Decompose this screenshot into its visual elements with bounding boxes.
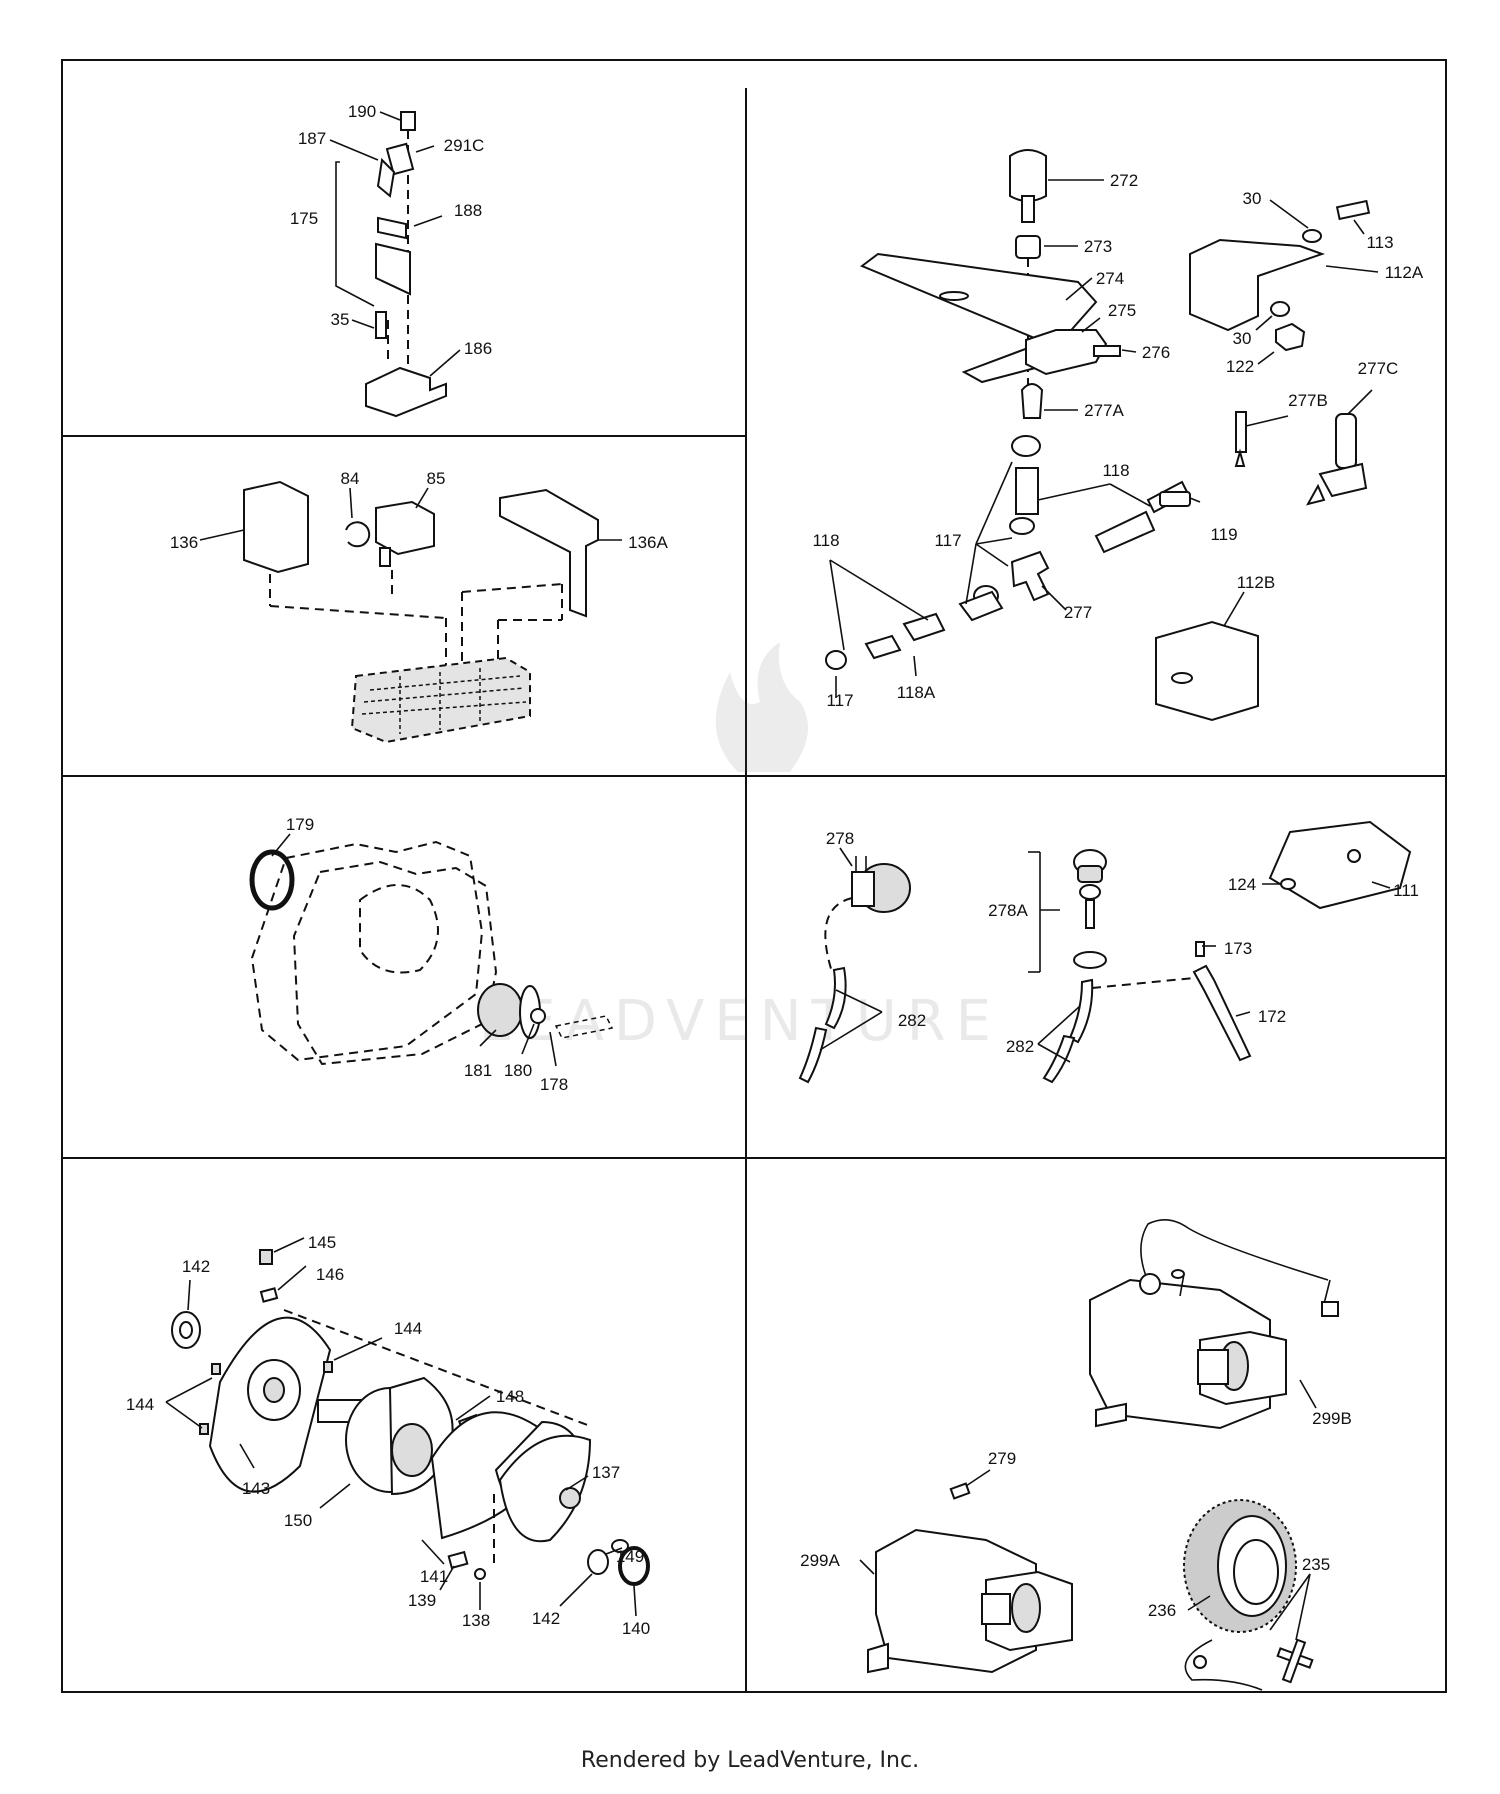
callout-187: 187 <box>298 129 326 148</box>
callout-138: 138 <box>462 1611 490 1630</box>
footer-credit: Rendered by LeadVenture, Inc. <box>580 1748 920 1773</box>
callout-172: 172 <box>1258 1007 1286 1026</box>
callout-136: 136 <box>170 533 198 552</box>
callout-278: 278 <box>826 829 854 848</box>
callout-277b: 277B <box>1288 391 1328 410</box>
callout-188: 188 <box>454 201 482 220</box>
panel-d-drawing <box>249 840 614 1066</box>
callout-277a: 277A <box>1084 401 1124 420</box>
callout-180: 180 <box>504 1061 532 1080</box>
callout-145: 145 <box>308 1233 336 1252</box>
callout-30-lower: 30 <box>1233 329 1252 348</box>
callout-122: 122 <box>1226 357 1254 376</box>
callout-148: 148 <box>496 1387 524 1406</box>
callout-181: 181 <box>464 1061 492 1080</box>
callout-labels: 190 187 291C 175 188 35 186 84 85 136 13… <box>126 102 1424 1638</box>
panel-f-drawing <box>171 1249 650 1586</box>
callout-117-low: 117 <box>826 691 853 710</box>
callout-299a: 299A <box>800 1551 840 1570</box>
callout-175: 175 <box>290 209 318 228</box>
callout-118-upper: 118 <box>1102 461 1129 480</box>
callout-113: 113 <box>1366 233 1393 252</box>
callout-143: 143 <box>242 1479 270 1498</box>
callout-30-upper: 30 <box>1243 189 1262 208</box>
callout-178: 178 <box>540 1075 568 1094</box>
callout-144-left: 144 <box>126 1395 154 1414</box>
panel-b-drawing <box>243 480 599 744</box>
callout-149: 149 <box>616 1547 644 1566</box>
callout-282-left: 282 <box>898 1011 926 1030</box>
callout-279: 279 <box>988 1449 1016 1468</box>
callout-186: 186 <box>464 339 492 358</box>
callout-136a: 136A <box>628 533 668 552</box>
callout-112a: 112A <box>1385 263 1424 282</box>
callout-142-top: 142 <box>182 1257 210 1276</box>
panel-frame <box>61 59 1447 1693</box>
callout-140: 140 <box>622 1619 650 1638</box>
callout-144-right: 144 <box>394 1319 422 1338</box>
callout-118a: 118A <box>897 683 936 702</box>
callout-139: 139 <box>408 1591 436 1610</box>
callout-146: 146 <box>316 1265 344 1284</box>
callout-276: 276 <box>1142 343 1170 362</box>
callout-35: 35 <box>331 310 350 329</box>
panel-e-drawing <box>798 820 1412 1084</box>
callout-277c: 277C <box>1358 359 1399 378</box>
callout-274: 274 <box>1096 269 1124 288</box>
panel-g-drawing <box>867 1219 1339 1691</box>
callout-190: 190 <box>348 102 376 121</box>
watermark: LEADVENTURE <box>479 642 1001 1054</box>
callout-179: 179 <box>286 815 314 834</box>
callout-299b: 299B <box>1312 1409 1352 1428</box>
callout-272: 272 <box>1110 171 1138 190</box>
callout-235: 235 <box>1302 1555 1330 1574</box>
callout-275: 275 <box>1108 301 1136 320</box>
callout-141: 141 <box>420 1567 448 1586</box>
callout-173: 173 <box>1224 939 1252 958</box>
callout-137: 137 <box>592 1463 620 1482</box>
callout-236: 236 <box>1148 1601 1176 1620</box>
callout-291c: 291C <box>444 136 485 155</box>
panel-a-drawing <box>335 111 447 418</box>
callout-112b: 112B <box>1237 573 1275 592</box>
callout-282-right: 282 <box>1006 1037 1034 1056</box>
callout-84: 84 <box>341 469 360 488</box>
panel-c-drawing <box>825 149 1371 722</box>
callout-277: 277 <box>1064 603 1092 622</box>
callout-85: 85 <box>427 469 446 488</box>
leader-lines <box>165 111 1391 1641</box>
callout-278a: 278A <box>988 901 1028 920</box>
callout-273: 273 <box>1084 237 1112 256</box>
callout-117-mid: 117 <box>934 531 961 550</box>
callout-124: 124 <box>1228 875 1256 894</box>
callout-111: 111 <box>1393 881 1419 900</box>
callout-119: 119 <box>1210 525 1237 544</box>
callout-142-bottom: 142 <box>532 1609 560 1628</box>
callout-118-left: 118 <box>812 531 839 550</box>
watermark-text: LEADVENTURE <box>479 989 1001 1054</box>
callout-150: 150 <box>284 1511 312 1530</box>
